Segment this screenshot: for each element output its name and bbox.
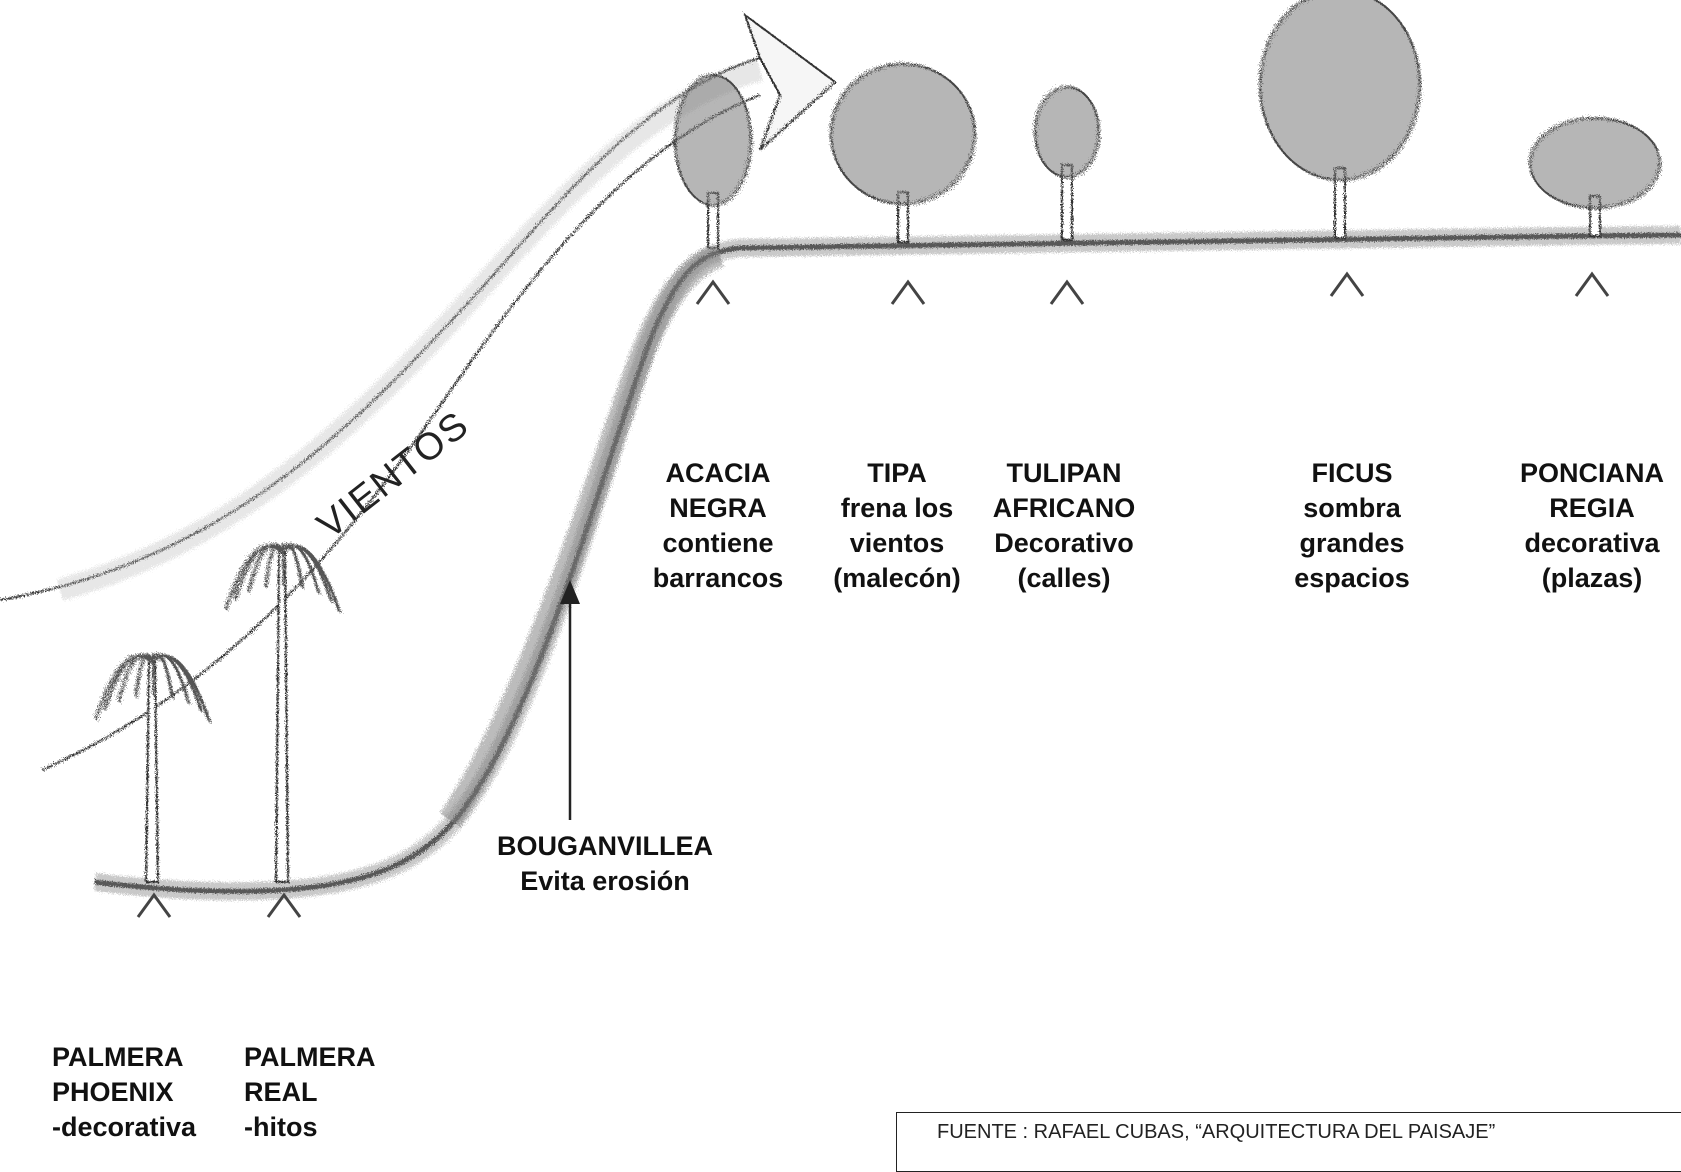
palmera-phoenix-pointer-arrow (138, 895, 170, 1028)
tulipan-pointer-arrow (1051, 282, 1083, 435)
source-caption-box: FUENTE : RAFAEL CUBAS, “ARQUITECTURA DEL… (896, 1112, 1681, 1172)
palmera-phoenix-icon (96, 655, 210, 882)
pointer-arrows (138, 274, 1608, 1028)
acacia-pointer-arrow (697, 282, 729, 435)
palmera-real-icon (226, 545, 340, 882)
acacia-tree-icon (675, 75, 751, 248)
ficus-pointer-arrow (1331, 274, 1363, 435)
tipa-tree-icon (831, 64, 975, 242)
palmera-real-pointer-arrow (268, 895, 300, 1028)
tulipan-tree-icon (1035, 87, 1099, 240)
ficus-tree-icon (1260, 0, 1420, 238)
tipa-pointer-arrow (892, 282, 924, 435)
ponciana-tree-icon (1530, 118, 1660, 236)
ponciana-pointer-arrow (1576, 274, 1608, 435)
source-caption: FUENTE : RAFAEL CUBAS, “ARQUITECTURA DEL… (937, 1121, 1495, 1143)
